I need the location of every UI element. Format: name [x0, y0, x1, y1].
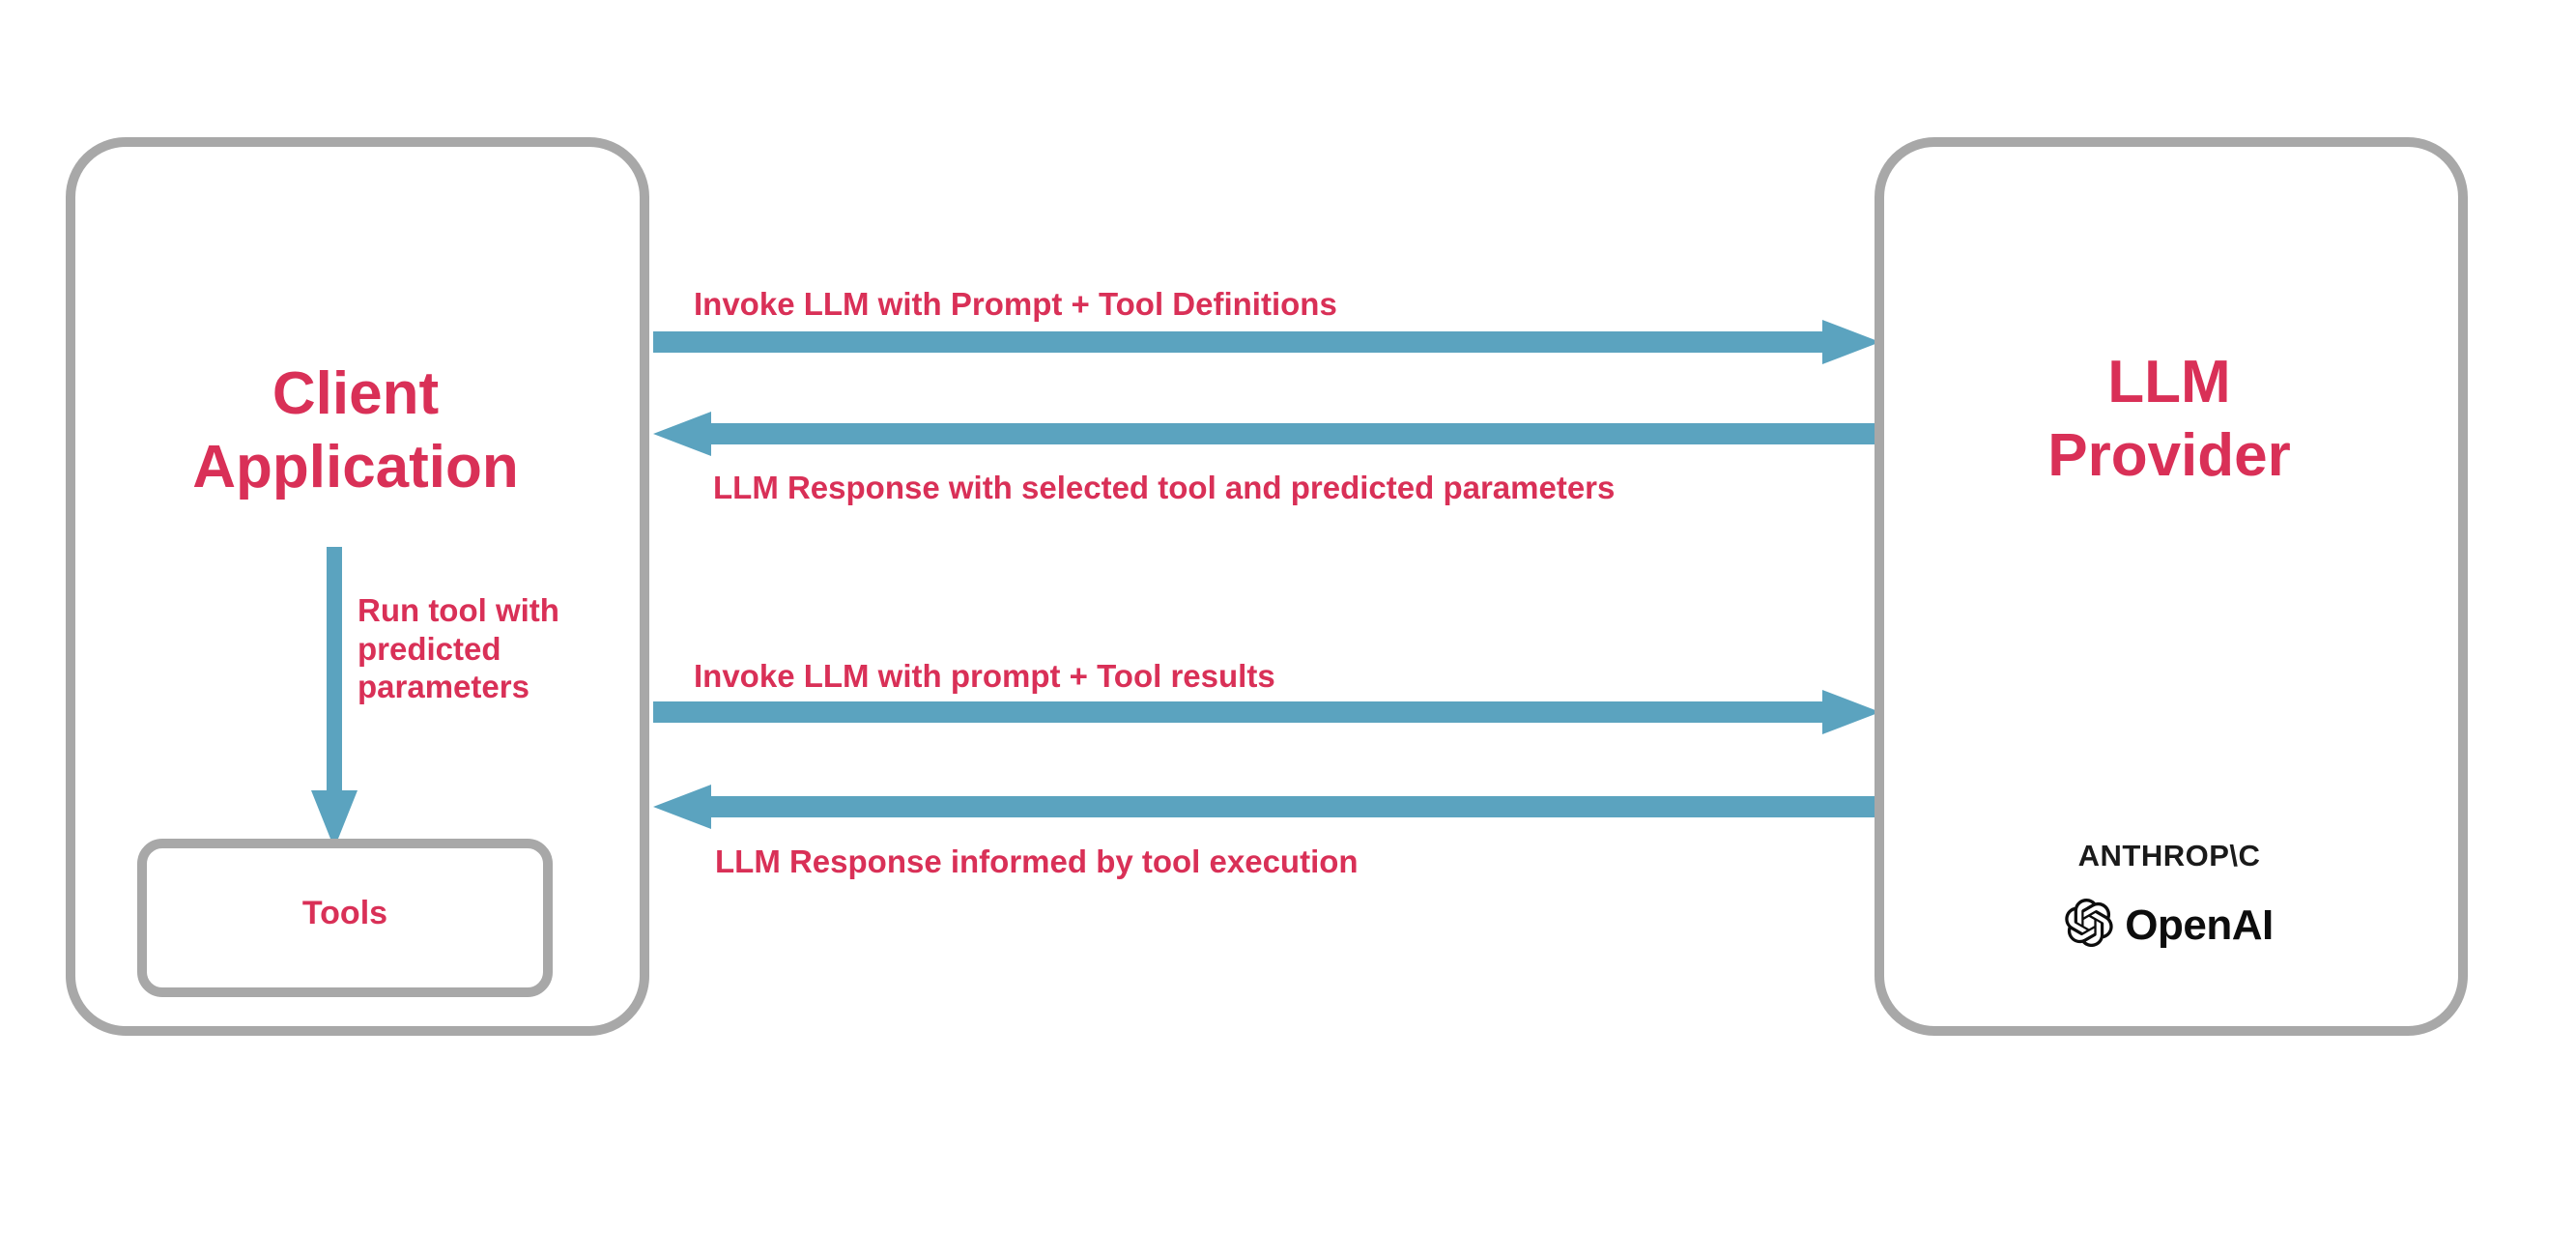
invoke-llm-2-label: Invoke LLM with prompt + Tool results — [694, 658, 1275, 694]
run-tool-arrow — [307, 547, 361, 848]
llm-response-1-arrow — [653, 412, 1880, 456]
llm-provider-title: LLM Provider — [2047, 349, 2291, 489]
invoke-llm-2-arrow — [653, 690, 1880, 734]
tools-box — [137, 839, 553, 997]
tools-label: Tools — [301, 895, 388, 931]
client-application-title: Client Application — [192, 360, 519, 500]
invoke-llm-1-label: Invoke LLM with Prompt + Tool Definition… — [694, 286, 1337, 322]
openai-mark-icon — [2065, 898, 2113, 952]
invoke-llm-1-arrow — [653, 320, 1880, 364]
openai-wordmark-text: OpenAI — [2125, 901, 2274, 949]
openai-logo: OpenAI — [1894, 898, 2445, 952]
llm-response-2-arrow — [653, 785, 1880, 829]
anthropic-logo: ANTHROP\C — [2077, 839, 2261, 872]
llm-response-2-label: LLM Response informed by tool execution — [715, 843, 1359, 879]
llm-response-1-label: LLM Response with selected tool and pred… — [713, 470, 1616, 505]
run-tool-arrow-label: Run tool with predicted parameters — [358, 592, 559, 705]
llm-provider-box — [1875, 137, 2468, 1036]
